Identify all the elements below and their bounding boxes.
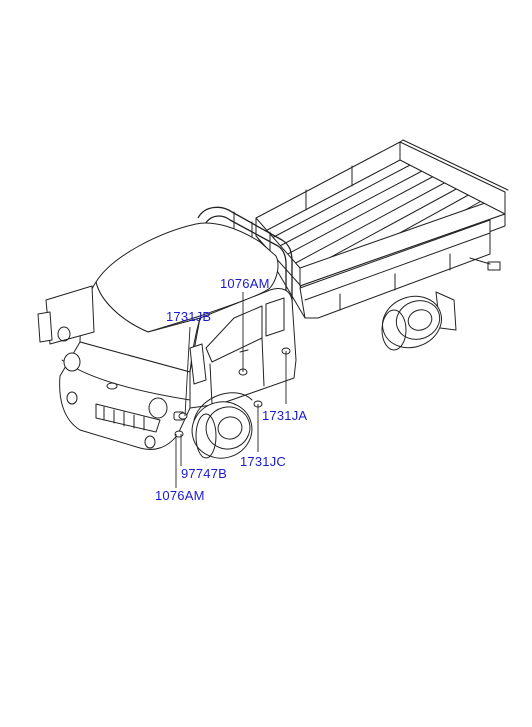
callout-1731jc: 1731JC (240, 454, 287, 469)
open-door-panel (37, 285, 95, 345)
rear-wheel (381, 295, 442, 351)
cargo-bed (255, 139, 509, 331)
callout-1076am-roof: 1076AM (220, 276, 270, 291)
callout-1076am-bumper: 1076AM (155, 488, 205, 503)
callout-1731jb: 1731JB (166, 309, 212, 324)
truck-cab (59, 222, 297, 450)
front-wheel (191, 401, 253, 459)
leader-lines (175, 292, 287, 488)
part-markers (174, 347, 291, 438)
callout-1731ja: 1731JA (262, 408, 308, 423)
callout-97747b: 97747B (181, 466, 228, 481)
